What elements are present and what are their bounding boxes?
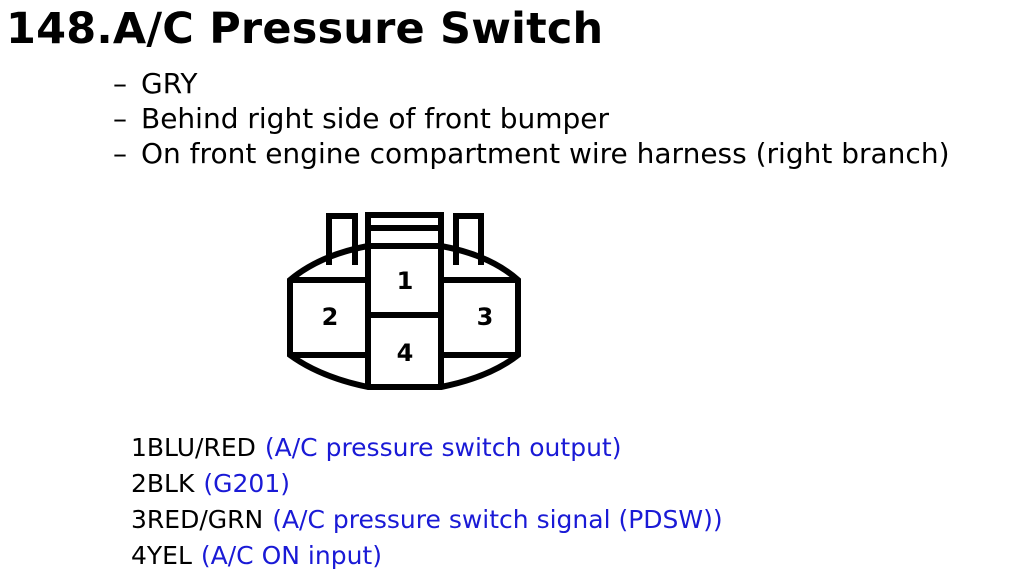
- pin-wire-color: RED/GRN: [146, 505, 264, 534]
- pin-row: 2BLK (G201): [131, 466, 723, 502]
- right-lock-tab: [453, 213, 484, 265]
- pin-number: 3: [131, 505, 147, 534]
- connector-face-view: 1 2 3 4: [287, 212, 521, 390]
- detail-dash: –: [113, 137, 127, 170]
- pin-description: (A/C ON input): [200, 541, 382, 570]
- detail-location: –Behind right side of front bumper: [113, 101, 950, 136]
- cavity-label-3: 3: [477, 303, 494, 331]
- detail-color: –GRY: [113, 66, 950, 101]
- connector-details: –GRY –Behind right side of front bumper …: [113, 66, 950, 171]
- pin-row: 3RED/GRN (A/C pressure switch signal (PDS…: [131, 502, 723, 538]
- pin-description: (G201): [203, 469, 290, 498]
- pin-row: 4YEL (A/C ON input): [131, 538, 723, 574]
- pin-wire-color: BLU/RED: [146, 433, 256, 462]
- cavity-label-4: 4: [397, 339, 414, 367]
- pin-number: 1: [131, 433, 147, 462]
- cavity-label-2: 2: [322, 303, 339, 331]
- detail-dash: –: [113, 67, 127, 100]
- page-title: 148.A/C Pressure Switch: [6, 4, 604, 54]
- cavity-label-1: 1: [397, 267, 414, 295]
- pin-wire-color: BLK: [146, 469, 195, 498]
- pin-description: (A/C pressure switch output): [264, 433, 622, 462]
- pin-row: 1BLU/RED (A/C pressure switch output): [131, 430, 723, 466]
- pin-number: 2: [131, 469, 147, 498]
- detail-harness: –On front engine compartment wire harnes…: [113, 136, 950, 171]
- pin-description: (A/C pressure switch signal (PDSW)): [272, 505, 723, 534]
- detail-text: GRY: [141, 67, 198, 100]
- connector-diagram: 1 2 3 4: [280, 205, 530, 399]
- detail-text: Behind right side of front bumper: [141, 102, 610, 135]
- center-latch: [365, 212, 444, 246]
- pin-wire-color: YEL: [146, 541, 192, 570]
- pin-list: 1BLU/RED (A/C pressure switch output) 2BL…: [131, 430, 723, 574]
- pin-number: 4: [131, 541, 147, 570]
- detail-dash: –: [113, 102, 127, 135]
- detail-text: On front engine compartment wire harness…: [141, 137, 950, 170]
- left-lock-tab: [326, 213, 358, 265]
